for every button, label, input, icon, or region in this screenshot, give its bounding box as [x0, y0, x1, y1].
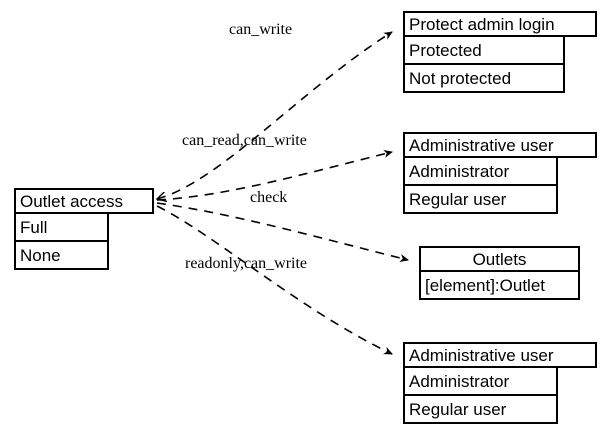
- node-protect-admin-login[interactable]: Protect admin login Protected Not protec…: [403, 11, 597, 93]
- edge-label-readonly-can-write: readonly,can_write: [185, 255, 308, 272]
- node-administrative-user-bottom[interactable]: Administrative user Administrator Regula…: [403, 342, 597, 424]
- edge-label-can-read-can-write: can_read,can_write: [182, 132, 307, 149]
- node-administrative-user-bottom-row-regular-user: Regular user: [403, 396, 558, 424]
- node-outlets-title: Outlets: [419, 246, 580, 272]
- node-outlet-access-row-full: Full: [14, 214, 109, 242]
- edge-readonly-can-write-line: [156, 205, 393, 355]
- node-protect-admin-login-row-not-protected: Not protected: [403, 65, 565, 93]
- node-outlets-row-element: [element]:Outlet: [419, 272, 580, 300]
- node-protect-admin-login-title: Protect admin login: [403, 11, 597, 37]
- node-outlets[interactable]: Outlets [element]:Outlet: [419, 246, 580, 300]
- node-outlet-access-row-none: None: [14, 242, 109, 270]
- node-outlet-access-title: Outlet access: [14, 188, 154, 214]
- node-administrative-user-top-title: Administrative user: [403, 132, 597, 158]
- edge-can-read-can-write-line: [156, 150, 393, 201]
- node-administrative-user-top[interactable]: Administrative user Administrator Regula…: [403, 132, 597, 214]
- edge-label-check: check: [250, 189, 288, 206]
- edge-check-line: [156, 202, 409, 262]
- node-protect-admin-login-row-protected: Protected: [403, 37, 565, 65]
- node-administrative-user-bottom-row-administrator: Administrator: [403, 368, 558, 396]
- node-outlet-access[interactable]: Outlet access Full None: [14, 188, 154, 270]
- node-administrative-user-bottom-title: Administrative user: [403, 342, 597, 368]
- node-administrative-user-top-row-administrator: Administrator: [403, 158, 558, 186]
- edge-can-write-line: [157, 31, 392, 199]
- edge-label-can-write: can_write: [229, 21, 293, 38]
- node-administrative-user-top-row-regular-user: Regular user: [403, 186, 558, 214]
